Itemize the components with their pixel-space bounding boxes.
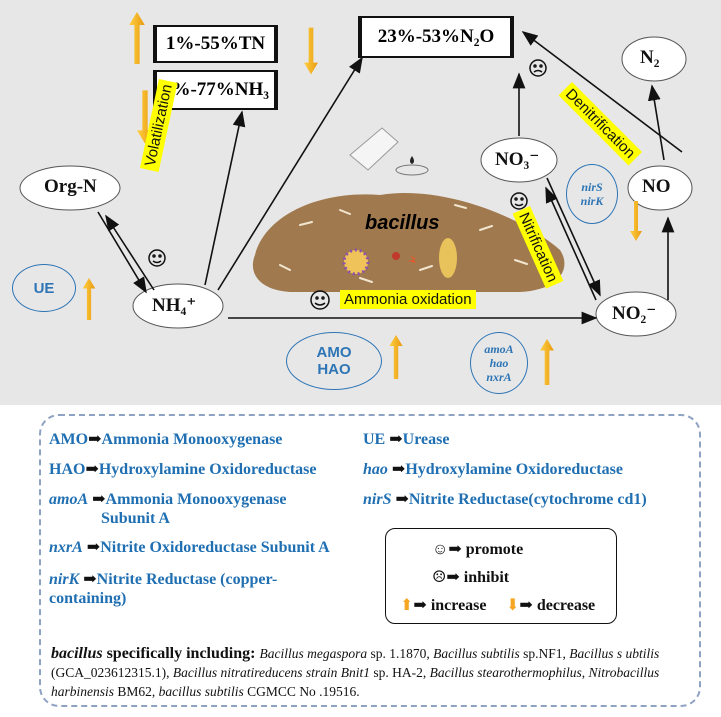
inhibit-icon	[529, 59, 547, 77]
node-nh4: NH₄⁺	[152, 295, 197, 316]
promote-icon	[148, 249, 166, 267]
promote-icon	[510, 192, 528, 210]
ue-label: UE	[33, 279, 55, 297]
legend-item-hao-gene: hao ➡Hydroxylamine Oxidoreductase	[363, 461, 623, 478]
hao-label: HAO	[317, 361, 351, 378]
drop-icon	[410, 156, 414, 164]
smiley-icons	[148, 59, 547, 310]
legend-item-nxra: nxrA ➡Nitrite Oxidoreductase Subunit A	[49, 539, 330, 556]
nirk-label: nirK	[580, 194, 604, 208]
key-increase: ⬆➡ increase	[400, 597, 487, 614]
nirs-label: nirS	[581, 180, 603, 194]
decrease-arrow-icon	[630, 201, 642, 241]
key-inhibit: ☹➡ inhibit	[432, 569, 510, 586]
tn-reduction-box: 1%-55%TN	[153, 25, 278, 63]
promote-icon: ☺	[432, 541, 449, 558]
legend-panel: AMO➡Ammonia Monooxygenase HAO➡Hydroxylam…	[39, 414, 701, 707]
key-promote: ☺➡ promote	[432, 541, 524, 558]
ue-ellipse: UE	[12, 264, 76, 312]
increase-arrow-icon	[389, 335, 403, 379]
nitrogen-cycle-diagram: Org-N NH₄⁺ NO₃⁻ NO₂⁻ NO N₂ 1%-55%TN 6%-7…	[0, 0, 721, 405]
node-no3: NO₃⁻	[495, 149, 540, 170]
org-n-cloud	[19, 165, 121, 211]
hao-gene-label: hao	[489, 356, 509, 370]
soil-pile	[252, 193, 565, 292]
legend-item-nirs: nirS ➡Nitrite Reductase(cytochrome cd1)	[363, 491, 647, 508]
nxra-label: nxrA	[486, 370, 512, 384]
promote-icon	[310, 290, 330, 310]
increase-arrow-icon: ⬆	[400, 597, 414, 614]
soil-flecks	[279, 204, 528, 283]
ammonia-oxidation-label: Ammonia oxidation	[340, 290, 476, 309]
process-arrows	[97, 31, 683, 325]
decrease-arrow-icon: ⬇	[506, 597, 520, 614]
legend-item-amo: AMO➡Ammonia Monooxygenase	[49, 431, 283, 448]
bacterium-icon	[342, 248, 370, 276]
node-org-n: Org-N	[44, 176, 97, 197]
node-n2: N₂	[640, 47, 660, 68]
decrease-arrow-icon	[304, 27, 318, 75]
legend-item-ue: UE ➡Urease	[363, 431, 450, 448]
increase-arrow-icon	[129, 12, 145, 64]
n2-cloud	[621, 36, 687, 82]
bacillus-label: bacillus	[365, 212, 440, 234]
petri-dish-icon	[395, 164, 429, 176]
no-cloud	[627, 165, 693, 211]
inhibit-icon: ☹	[432, 569, 447, 586]
increase-arrow-icon	[82, 278, 96, 320]
legend-item-hao: HAO➡Hydroxylamine Oxidoreductase	[49, 461, 317, 478]
star-icon	[408, 255, 416, 263]
amo-label: AMO	[316, 344, 352, 361]
diagram-arrows	[19, 12, 693, 385]
no3-cloud	[480, 137, 558, 183]
nh4-cloud	[132, 283, 224, 329]
amoa-label: amoA	[484, 342, 514, 356]
bacillus-cell-icon	[439, 238, 457, 278]
symbol-key-box: ☺➡ promote ☹➡ inhibit ⬆➡ increase ⬇➡ dec…	[385, 528, 617, 624]
key-decrease: ⬇➡ decrease	[506, 597, 596, 614]
nh3-reduction-box: 6%-77%NH₃	[153, 70, 278, 110]
node-no2: NO₂⁻	[612, 303, 657, 324]
node-no: NO	[642, 176, 671, 197]
increase-arrow-icon	[540, 339, 554, 385]
legend-item-nirk: nirK ➡Nitrite Reductase (copper-containi…	[49, 571, 278, 607]
beaker-icon	[349, 127, 399, 171]
species-list: bacillus specifically including: Bacillu…	[51, 645, 660, 699]
n2o-reduction-box: 23%-53%N₂O	[358, 16, 514, 58]
clouds	[19, 36, 693, 337]
